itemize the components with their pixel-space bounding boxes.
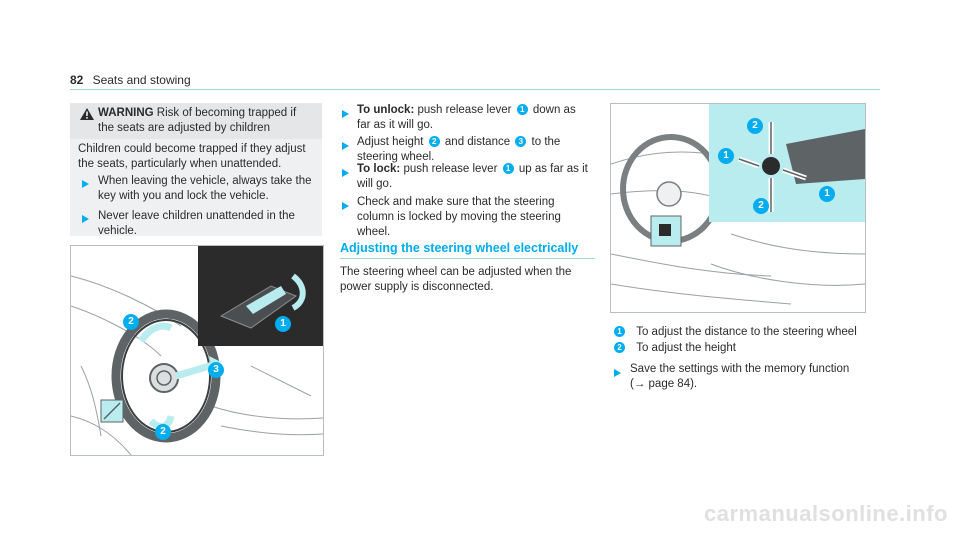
step-unlock: To unlock: push release lever 1 down as … [357,103,592,133]
adjust-text-a: Adjust height [357,136,424,148]
step-check: Check and make sure that the steering co… [357,196,561,238]
unlock-label: To unlock: [357,104,415,116]
warning-step-1: When leaving the vehicle, always take th… [98,175,312,202]
warning-headline: WARNING Risk of becoming trapped if the … [98,106,314,136]
warning-step-bullet-icon [82,213,89,228]
adjust-text-b: and distance [444,136,511,148]
step-bullet-icon [342,167,349,182]
watermark: carmanualsonline.info [704,501,948,527]
badge-1: 1 [502,163,514,174]
electric-steering-drawing [611,104,865,305]
lock-text-a: push release lever [403,163,498,175]
badge-2: 2 [428,136,440,147]
electric-steering-illustration: 2 1 1 2 [610,103,866,313]
lock-text-b: up as far as it will go. [357,163,588,190]
warning-headline-text: Risk of becoming trapped if the seats ar… [98,107,297,134]
warning-label: WARNING [98,107,154,119]
warning-body: Children could become trapped if they ad… [78,143,306,170]
warning-step-2: Never leave children unattended in the v… [98,210,295,237]
step-save: Save the settings with the memory functi… [630,362,870,392]
legend-text-1: To adjust the distance to the steering w… [636,326,857,338]
callout-3: 3 [208,362,224,378]
callout-1-right: 1 [819,186,835,202]
adjust-text-c: to the steering wheel. [357,136,561,163]
section-rule [340,258,595,259]
callout-2-lower: 2 [155,424,171,440]
page-section-title: Seats and stowing [92,73,191,87]
electric-intro: The steering wheel can be adjusted when … [340,266,572,293]
steering-wheel-drawing [71,246,323,455]
warning-box: WARNING Risk of becoming trapped if the … [70,103,322,237]
legend-item-2: 2 To adjust the height [612,341,872,356]
legend-badge-1: 1 [614,326,625,337]
page-number: 82 [70,73,84,87]
warning-triangle-icon [80,108,94,120]
callout-1: 1 [275,316,291,332]
unlock-text-a: push release lever [417,104,512,116]
section-heading-electric: Adjusting the steering wheel electricall… [340,241,579,255]
badge-3: 3 [515,136,527,147]
callout-2: 2 [123,314,139,330]
callout-2-lower: 2 [753,198,769,214]
legend-item-1: 1 To adjust the distance to the steering… [612,325,872,340]
page-reference-link[interactable]: (→ page 84). [630,377,698,390]
step-bullet-icon [342,140,349,155]
callout-1: 1 [718,148,734,164]
unlock-text-b: down as far as it will go. [357,104,576,131]
step-adjust: Adjust height 2 and distance 3 to the st… [357,135,592,165]
warning-header: WARNING Risk of becoming trapped if the … [70,103,322,139]
header-rule [70,89,880,90]
callout-2: 2 [747,118,763,134]
lock-label: To lock: [357,163,401,175]
legend-badge-2: 2 [614,342,625,353]
step-bullet-icon [342,200,349,215]
page-header: 82 Seats and stowing [70,73,191,89]
step-bullet-icon [614,367,621,382]
legend-text-2: To adjust the height [636,342,736,354]
step-lock: To lock: push release lever 1 up as far … [357,162,592,192]
steering-column-illustration: 1 2 3 2 [70,245,324,456]
warning-step-bullet-icon [82,178,89,193]
step-bullet-icon [342,108,349,123]
save-text-a: Save the settings with the memory functi… [630,363,850,375]
badge-1: 1 [516,104,528,115]
